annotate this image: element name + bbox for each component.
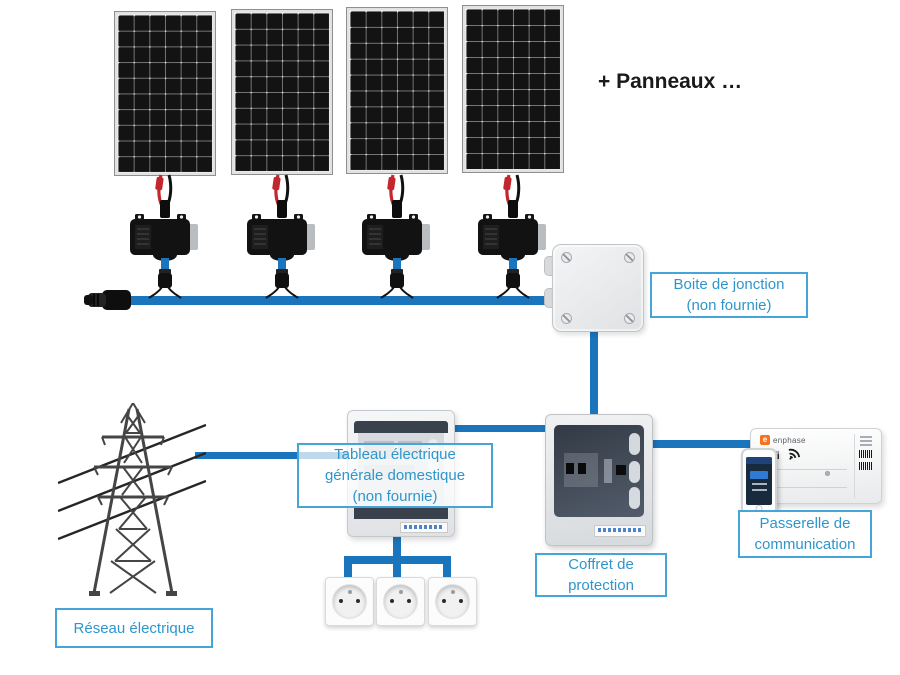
protection-brand-label bbox=[594, 525, 646, 537]
pylon-to-tableau-cable bbox=[195, 452, 348, 459]
screw-icon bbox=[624, 313, 635, 324]
junction-to-coffret-cable bbox=[590, 330, 598, 414]
screw-icon bbox=[624, 252, 635, 263]
screw-icon bbox=[561, 252, 572, 263]
outlet-hole bbox=[390, 599, 394, 603]
panel-brand-label bbox=[400, 522, 448, 533]
micro-inverter bbox=[247, 174, 315, 299]
outlet-ground-pin bbox=[398, 590, 403, 594]
breaker-switch bbox=[616, 465, 626, 475]
solar-panel bbox=[347, 8, 447, 173]
outlet-hole bbox=[339, 599, 343, 603]
protection-window bbox=[554, 425, 644, 517]
protection-box-label: Coffret de protection bbox=[535, 553, 667, 597]
outlet-socket bbox=[333, 585, 366, 618]
panel-cells bbox=[466, 9, 560, 169]
phone-screen bbox=[746, 457, 772, 505]
gateway-label: Passerelle de communication bbox=[738, 510, 872, 558]
port-marking bbox=[859, 436, 872, 438]
micro-inverter bbox=[130, 174, 198, 299]
port-marking bbox=[859, 440, 872, 442]
outlet-ground-pin bbox=[347, 590, 352, 594]
outlet-drop-cable bbox=[344, 562, 352, 578]
status-led bbox=[825, 471, 830, 476]
outlet-drop-cable bbox=[393, 562, 401, 578]
junction-box bbox=[552, 244, 644, 332]
panel-cells bbox=[350, 11, 444, 170]
micro-inverter bbox=[362, 174, 430, 299]
smartphone bbox=[741, 448, 777, 516]
breaker-switch bbox=[578, 463, 586, 474]
window-slot bbox=[629, 433, 640, 455]
barcode bbox=[858, 450, 873, 458]
outlets-bus-cable bbox=[344, 556, 451, 564]
app-text-line bbox=[751, 489, 767, 491]
coffret-to-gateway-cable bbox=[651, 440, 750, 448]
outlet-hole bbox=[459, 599, 463, 603]
electrical-panel-label: Tableau électrique générale domestique (… bbox=[297, 443, 493, 508]
grid-network-label: Réseau électrique bbox=[55, 608, 213, 648]
outlet-hole bbox=[442, 599, 446, 603]
gateway-seam bbox=[759, 487, 847, 488]
barcode bbox=[858, 462, 873, 470]
protection-box bbox=[545, 414, 653, 546]
junction-box-label: Boite de jonction (non fournie) bbox=[650, 272, 808, 318]
panel-cells bbox=[235, 13, 329, 171]
app-text-line bbox=[751, 483, 767, 485]
enphase-logo-mark: e bbox=[760, 435, 770, 445]
power-outlet bbox=[376, 577, 425, 626]
trunk-end-cap bbox=[84, 290, 131, 310]
tableau-to-coffret-cable bbox=[453, 425, 545, 432]
more-panels-text: + Panneaux … bbox=[598, 70, 743, 93]
outlets-feed-cable bbox=[393, 535, 401, 562]
outlet-drop-cable bbox=[443, 562, 451, 578]
transmission-tower bbox=[58, 403, 206, 596]
window-slot bbox=[629, 461, 640, 483]
screw-icon bbox=[561, 313, 572, 324]
solar-panel bbox=[232, 10, 332, 174]
enphase-logo-icon: e enphase bbox=[760, 435, 806, 445]
power-outlet bbox=[325, 577, 374, 626]
app-header bbox=[746, 457, 772, 464]
panel-cells bbox=[118, 15, 212, 172]
trunk-cable bbox=[112, 296, 552, 305]
breaker bbox=[604, 459, 612, 483]
outlet-socket bbox=[384, 585, 417, 618]
outlet-hole bbox=[356, 599, 360, 603]
outlet-ground-pin bbox=[450, 590, 455, 594]
panel-top-band bbox=[354, 421, 448, 433]
brand-text: enphase bbox=[773, 435, 806, 445]
micro-inverter bbox=[478, 174, 546, 299]
port-marking bbox=[859, 444, 872, 446]
outlet-socket bbox=[436, 585, 469, 618]
solar-panel bbox=[115, 12, 215, 175]
power-outlet bbox=[428, 577, 477, 626]
gateway-ports-column bbox=[854, 434, 876, 498]
solar-panel bbox=[463, 6, 563, 172]
app-button bbox=[750, 471, 768, 479]
gateway-seam bbox=[759, 469, 847, 470]
outlet-hole bbox=[407, 599, 411, 603]
breaker-switch bbox=[566, 463, 574, 474]
panel-bottom-band bbox=[354, 507, 448, 519]
wifi-icon bbox=[788, 448, 801, 460]
window-slot bbox=[629, 487, 640, 509]
